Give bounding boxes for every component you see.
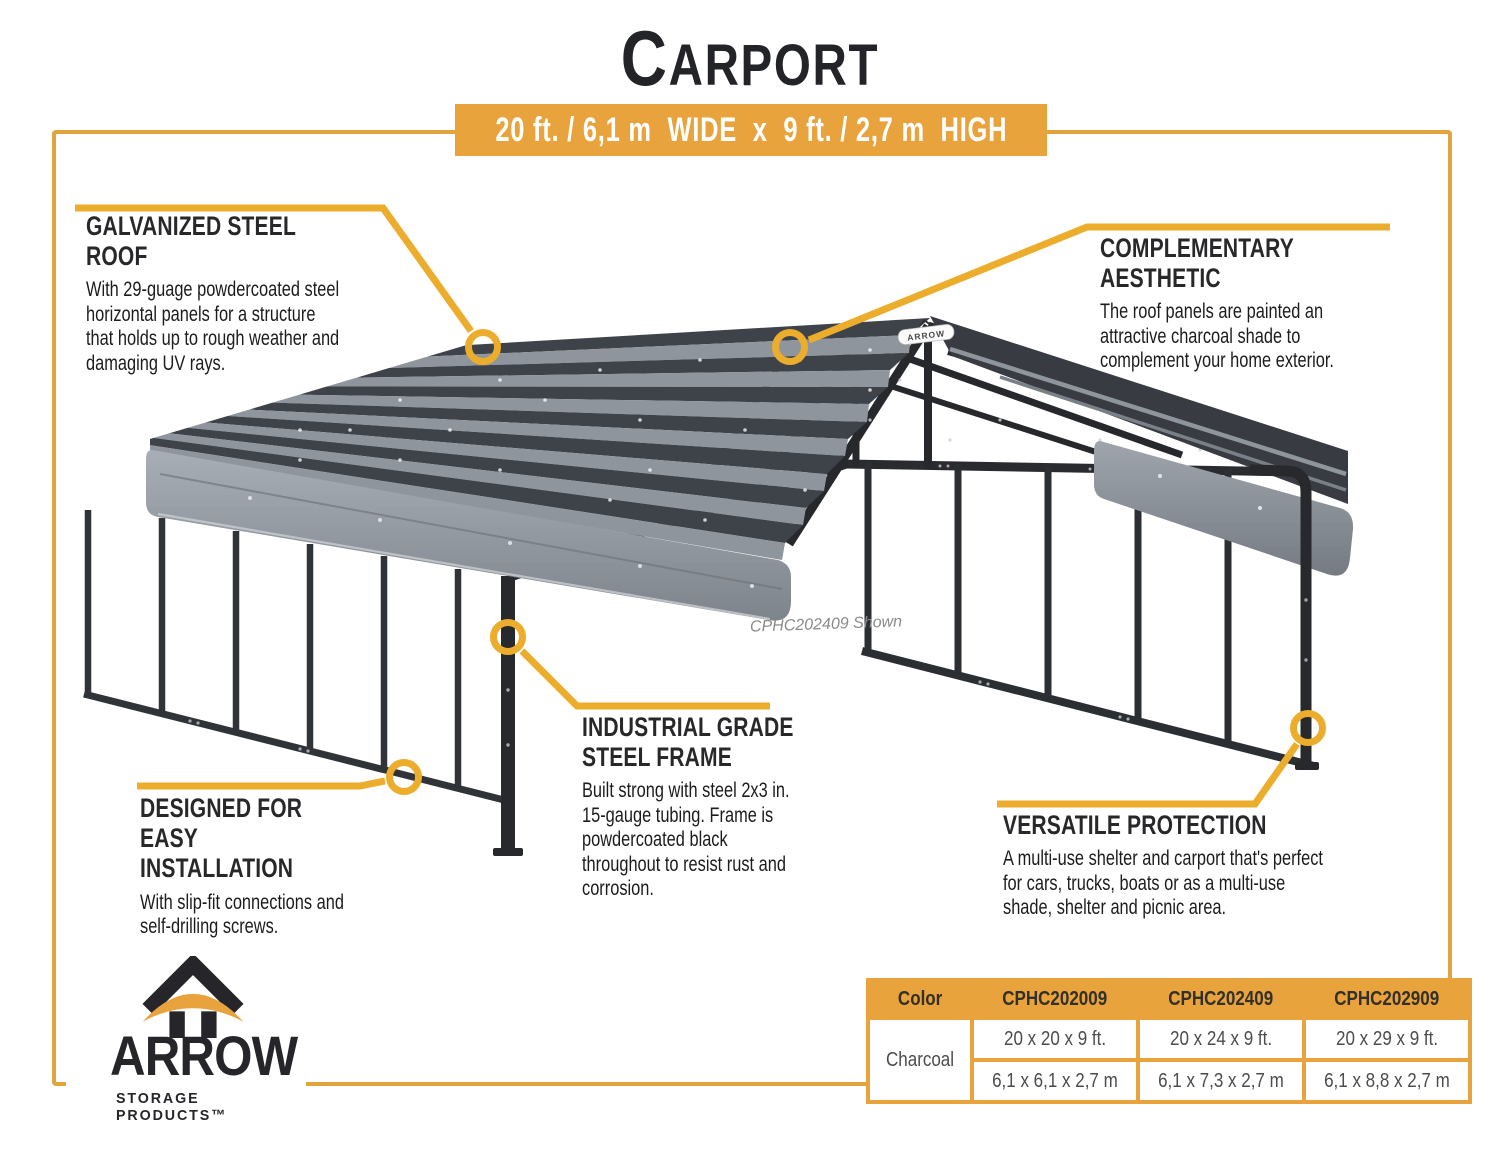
carport-left-wall (83, 510, 509, 805)
roof-speckles (298, 348, 872, 522)
fascia-screws (248, 496, 754, 588)
callout-title: VERSATILE PROTECTION (1003, 810, 1267, 840)
callout-complementary-aesthetic: COMPLEMENTARY AESTHETIC The roof panels … (1100, 233, 1382, 374)
logo-tagline: STORAGE PRODUCTS™ (116, 1090, 228, 1124)
frame-screw-dots (188, 464, 1130, 753)
spec-dims-m-1: 6,1 x 6,1 x 2,7 m (974, 1062, 1136, 1100)
spec-dims-ft-2: 20 x 24 x 9 ft. (1140, 1020, 1302, 1058)
arrow-logo: ARROW STORAGE PRODUCTS™ (66, 952, 306, 1124)
corner-leg-foot (493, 848, 523, 856)
callout-line-protection (997, 741, 1300, 808)
callout-body: With 29-guage powdercoated steel horizon… (86, 278, 340, 375)
callout-title: DESIGNED FOR EASY INSTALLATION (140, 793, 303, 884)
logo-name: ARROW (110, 1024, 298, 1087)
arrow-house-icon (142, 956, 244, 1038)
fascia-highlight (157, 512, 771, 621)
spec-header-model-1: CPHC202009 (974, 982, 1136, 1016)
callout-title: COMPLEMENTARY AESTHETIC (1100, 233, 1294, 294)
callout-marker-aesthetic (772, 329, 808, 365)
carport-right-corner-leg (1249, 464, 1312, 764)
product-title: CARPORT (620, 14, 880, 102)
callout-marker-protection (1290, 710, 1326, 746)
spec-table: Color CPHC202009 CPHC202409 CPHC202909 C… (866, 978, 1472, 1104)
carport-front-corner-leg (501, 576, 515, 852)
right-leg-screws (1304, 598, 1308, 662)
spec-dims-m-2: 6,1 x 7,3 x 2,7 m (1140, 1062, 1302, 1100)
callout-body: The roof panels are painted an attractiv… (1100, 300, 1334, 373)
right-leg-foot (1295, 762, 1319, 770)
callout-body: With slip-fit connections and self-drill… (140, 890, 344, 939)
size-banner-text: 20 ft. / 6,1 m WIDE x 9 ft. / 2,7 m HIGH (495, 110, 1007, 149)
badge-label: ARROW (907, 328, 946, 343)
callout-marker-frame (490, 619, 526, 655)
callout-steel-frame: INDUSTRIAL GRADE STEEL FRAME Built stron… (582, 712, 807, 901)
right-fascia-screws (1158, 474, 1262, 510)
callout-connectors (75, 204, 1390, 808)
spec-header-model-2: CPHC202409 (1140, 982, 1302, 1016)
spec-dims-ft-1: 20 x 20 x 9 ft. (974, 1020, 1136, 1058)
carport-left-fascia (146, 450, 791, 621)
callout-versatile-protection: VERSATILE PROTECTION A multi-use shelter… (1003, 810, 1338, 920)
carport-right-wall (844, 459, 1315, 770)
callout-line-installation (137, 777, 386, 790)
callout-line-frame (519, 648, 770, 710)
callout-line-roof (75, 204, 474, 334)
callout-marker-roof (465, 329, 501, 365)
callout-title: GALVANIZED STEEL ROOF (86, 211, 296, 272)
arrow-peak-badge: ARROW (897, 318, 955, 345)
size-banner: 20 ft. / 6,1 m WIDE x 9 ft. / 2,7 m HIGH (455, 104, 1047, 156)
callout-title: INDUSTRIAL GRADE STEEL FRAME (582, 712, 794, 773)
callout-body: Built strong with steel 2x3 in. 15-gauge… (582, 779, 790, 900)
spec-color-value: Charcoal (870, 1020, 970, 1100)
spec-dims-m-3: 6,1 x 8,8 x 2,7 m (1306, 1062, 1468, 1100)
spec-header-color: Color (870, 982, 970, 1016)
badge-roof-icon (919, 318, 931, 327)
callout-easy-installation: DESIGNED FOR EASY INSTALLATION With slip… (140, 793, 351, 939)
spec-header-model-3: CPHC202909 (1306, 982, 1468, 1016)
fascia-crease (159, 473, 783, 590)
callout-line-aesthetic (807, 223, 1390, 344)
callout-body: A multi-use shelter and carport that's p… (1003, 847, 1323, 919)
callout-marker-installation (386, 759, 422, 795)
callout-galvanized-roof: GALVANIZED STEEL ROOF With 29-guage powd… (86, 211, 347, 376)
spec-dims-ft-3: 20 x 29 x 9 ft. (1306, 1020, 1468, 1058)
